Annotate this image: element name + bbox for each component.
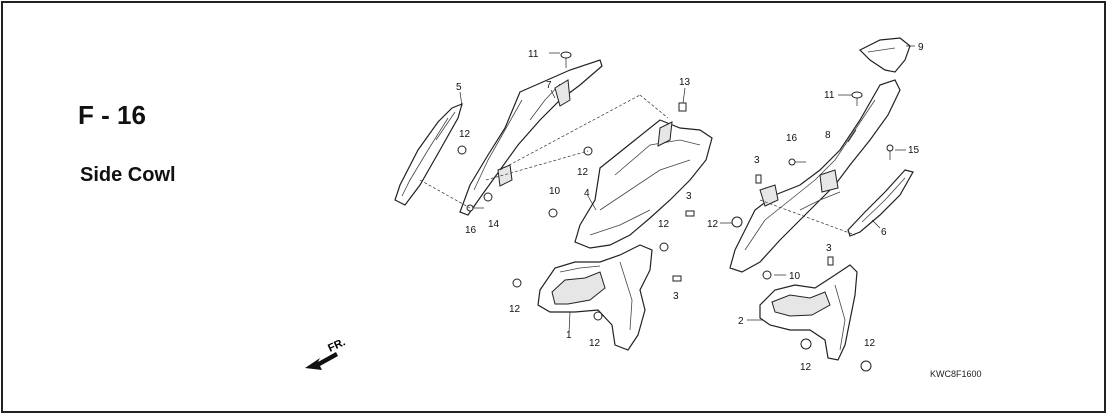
callout-number: 9 [918,42,924,53]
fastener-12-c [659,242,669,252]
fastener-12-a [457,145,467,155]
part-6-trim-strip [847,169,914,237]
figure-code: KWC8F1600 [930,369,982,379]
part-9-cap [858,37,911,73]
fastener-12-e [593,311,603,321]
fastener-16-right [788,158,806,166]
fastener-11-right [851,91,863,106]
fastener-12-g [800,338,812,350]
callout-number: 12 [864,338,876,349]
fastener-10-left [548,208,558,218]
callout-number: 5 [456,82,462,93]
part-2-lower-right-cover [759,264,858,361]
callout-number: 12 [589,338,601,349]
assembly-line [639,94,669,119]
callout-number: 8 [825,130,831,141]
fastener-3-b [672,275,682,282]
fastener-3-a [685,210,695,217]
front-direction-label: FR. [326,336,347,354]
callout-number: 11 [824,90,835,101]
callout-number: 12 [800,362,812,373]
callout-number: 7 [546,80,552,91]
fastener-12-d [512,278,522,288]
callout-number: 16 [786,133,798,144]
assembly-line [759,199,856,236]
part-4-middle-cover [574,119,713,249]
callout-number: 16 [465,225,477,236]
assembly-line [499,94,641,171]
callout-number: 12 [459,129,471,140]
fastener-14 [483,192,493,202]
fastener-3-d [827,256,834,266]
callout-number: 1 [566,330,572,341]
fastener-12-h [860,360,872,372]
callout-number: 3 [754,155,760,166]
callout-number: 11 [528,49,539,60]
callout-number: 3 [686,191,692,202]
part-5-inner-panel [394,102,463,206]
callout-number: 2 [738,316,744,327]
fastener-11-top [560,51,572,68]
callout-number: 14 [488,219,500,230]
fastener-15 [886,144,894,160]
fastener-10-right [762,270,772,280]
fastener-12-f [731,216,743,228]
fastener-13 [678,102,687,112]
callout-number: 10 [549,186,561,197]
page-title: F - 16 [78,100,146,130]
part-7-upper-cowl [459,59,603,216]
callout-leaders [459,45,915,334]
part-1-lower-cover [537,244,653,351]
part-8-main-side-cowl [729,79,901,273]
callout-number: 12 [658,219,670,230]
callout-number: 13 [679,77,691,88]
callout-number: 3 [673,291,679,302]
fastener-3-c [755,174,762,184]
callout-number: 3 [826,243,832,254]
assembly-line [419,179,471,209]
page-subtitle: Side Cowl [80,164,176,186]
callout-number: 15 [908,145,920,156]
callout-number: 6 [881,227,887,238]
callout-number: 10 [789,271,801,282]
front-direction-arrow: FR. [305,336,347,370]
callout-number: 12 [707,219,719,230]
callout-number: 12 [509,304,521,315]
assembly-line [485,150,589,181]
callout-number: 12 [577,167,589,178]
callout-number: 4 [584,188,590,199]
